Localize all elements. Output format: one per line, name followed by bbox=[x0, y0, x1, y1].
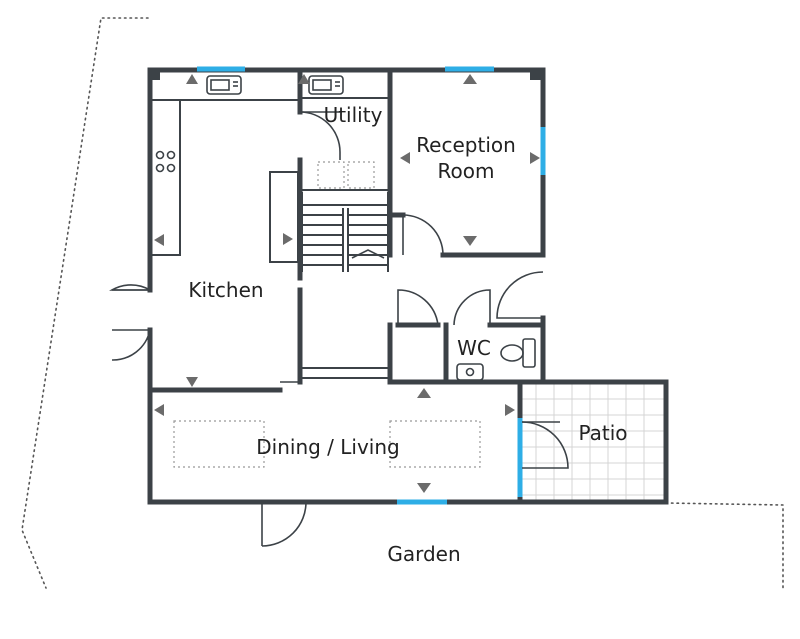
arrow-icon bbox=[530, 152, 540, 164]
hob-icon bbox=[155, 150, 176, 173]
utility-units bbox=[317, 161, 375, 189]
arrow-icon bbox=[417, 483, 431, 493]
arrow-icon bbox=[417, 388, 431, 398]
arrow-icon bbox=[283, 233, 293, 245]
arrow-icon bbox=[505, 404, 515, 416]
room-label-reception-line2: Room bbox=[438, 159, 495, 183]
wc-fixtures bbox=[456, 338, 536, 381]
kitchen-oven-icon bbox=[206, 75, 242, 95]
room-label-garden: Garden bbox=[387, 542, 460, 566]
arrows bbox=[154, 74, 540, 493]
staircase bbox=[269, 171, 389, 379]
arrow-icon bbox=[463, 236, 477, 246]
doors bbox=[109, 111, 569, 547]
patio-tiles bbox=[522, 382, 664, 502]
room-label-dining-living: Dining / Living bbox=[256, 435, 399, 459]
room-label-patio: Patio bbox=[578, 421, 627, 445]
room-label-kitchen: Kitchen bbox=[188, 278, 263, 302]
arrow-icon bbox=[154, 404, 164, 416]
arrow-icon bbox=[154, 234, 164, 246]
arrow-icon bbox=[463, 74, 477, 84]
room-label-wc: WC bbox=[457, 336, 491, 360]
arrow-icon bbox=[186, 74, 198, 84]
room-label-utility: Utility bbox=[324, 103, 383, 127]
arrow-icon bbox=[186, 377, 198, 387]
dining-rooflights bbox=[173, 420, 481, 468]
utility-appliance-icon bbox=[308, 75, 344, 95]
windows bbox=[197, 66, 546, 505]
arrow-icon bbox=[400, 152, 410, 164]
arrow-icon bbox=[298, 74, 310, 84]
kitchen-worktop bbox=[150, 99, 300, 256]
room-label-reception-line1: Reception bbox=[416, 133, 516, 157]
corner-posts bbox=[148, 68, 544, 80]
site-boundary bbox=[21, 17, 784, 591]
